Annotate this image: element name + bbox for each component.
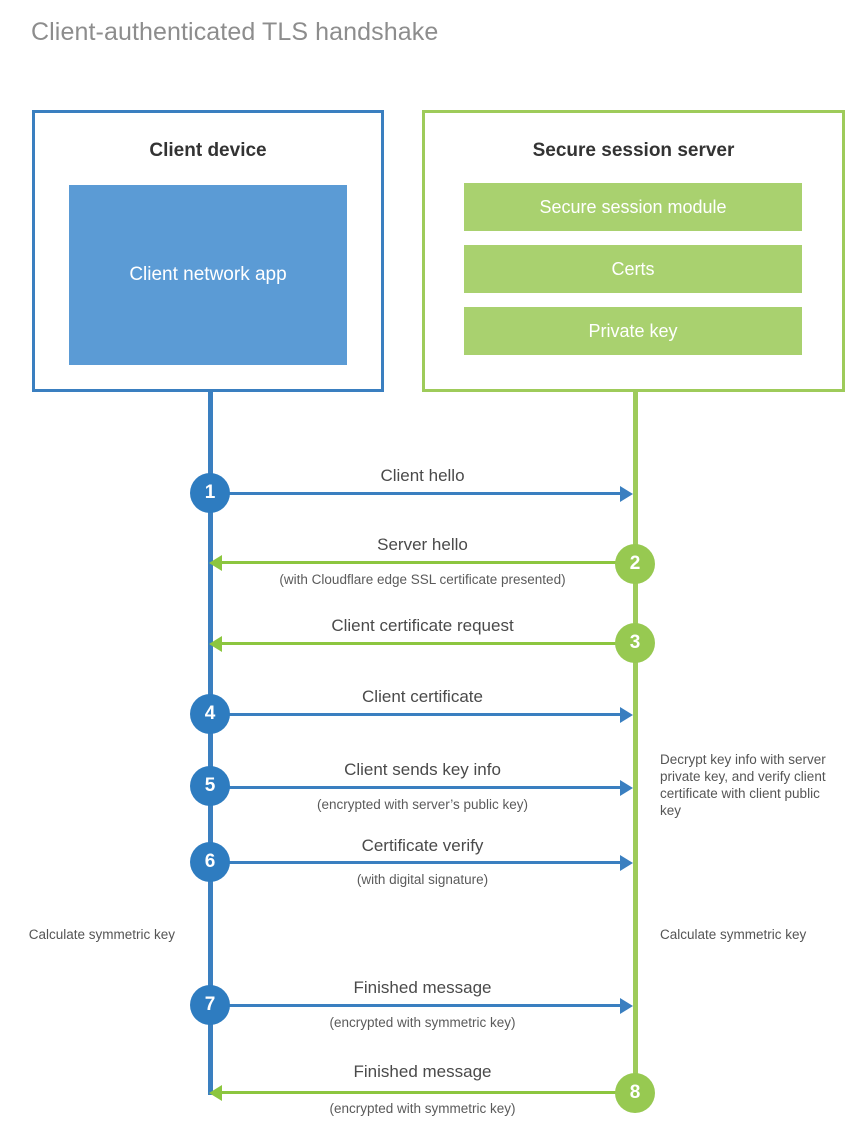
note-server-calculate: Calculate symmetric key [660,927,807,942]
step-6-sublabel: (with digital signature) [356,872,489,887]
step-8-sublabel: (encrypted with symmetric key) [329,1101,516,1116]
client-device-box: Client device Client network app [32,110,384,392]
server-component-secure-session-module: Secure session module [464,183,802,231]
server-component-certs: Certs [464,245,802,293]
step-7-marker[interactable]: 7 [190,985,230,1025]
step-8-marker[interactable]: 8 [615,1073,655,1113]
step-8-arrow-line [222,1091,635,1094]
step-2-arrow-head [209,555,222,571]
step-8-arrow-head [209,1085,222,1101]
step-7-sublabel: (encrypted with symmetric key) [329,1015,516,1030]
step-4-arrow-head [620,707,633,723]
step-5-sublabel: (encrypted with server’s public key) [316,797,529,812]
client-network-app-block: Client network app [69,185,347,365]
secure-session-server-box: Secure session server Secure session mod… [422,110,845,392]
note-server-decrypt: Decrypt key info with server private key… [660,752,826,818]
server-lifeline [633,392,638,1093]
step-3-arrow-line [222,642,635,645]
step-3-marker[interactable]: 3 [615,623,655,663]
step-1-arrow-head [620,486,633,502]
step-4-label: Client certificate [362,687,483,706]
step-5-label: Client sends key info [344,760,501,779]
step-4-marker[interactable]: 4 [190,694,230,734]
page-title: Client-authenticated TLS handshake [31,18,439,46]
step-4-arrow-line [210,713,622,716]
note-client-calculate: Calculate symmetric key [28,927,175,942]
step-1-arrow-line [210,492,622,495]
step-6-label: Certificate verify [361,836,484,855]
step-7-arrow-head [620,998,633,1014]
server-component-private-key: Private key [464,307,802,355]
step-6-arrow-line [210,861,622,864]
step-2-sublabel: (with Cloudflare edge SSL certificate pr… [279,572,566,587]
step-7-arrow-line [210,1004,622,1007]
step-2-marker[interactable]: 2 [615,544,655,584]
client-lifeline [208,392,213,1095]
step-1-marker[interactable]: 1 [190,473,230,513]
step-3-label: Client certificate request [331,616,514,635]
step-1-label: Client hello [380,466,465,485]
client-device-title: Client device [149,140,267,161]
step-3-arrow-head [209,636,222,652]
client-network-app-label: Client network app [129,264,287,285]
step-8-label: Finished message [353,1062,492,1081]
step-7-label: Finished message [353,978,492,997]
step-2-label: Server hello [377,535,468,554]
step-6-marker[interactable]: 6 [190,842,230,882]
step-2-arrow-line [222,561,635,564]
step-5-marker[interactable]: 5 [190,766,230,806]
step-5-arrow-line [210,786,622,789]
step-5-arrow-head [620,780,633,796]
secure-session-server-title: Secure session server [532,140,735,161]
step-6-arrow-head [620,855,633,871]
